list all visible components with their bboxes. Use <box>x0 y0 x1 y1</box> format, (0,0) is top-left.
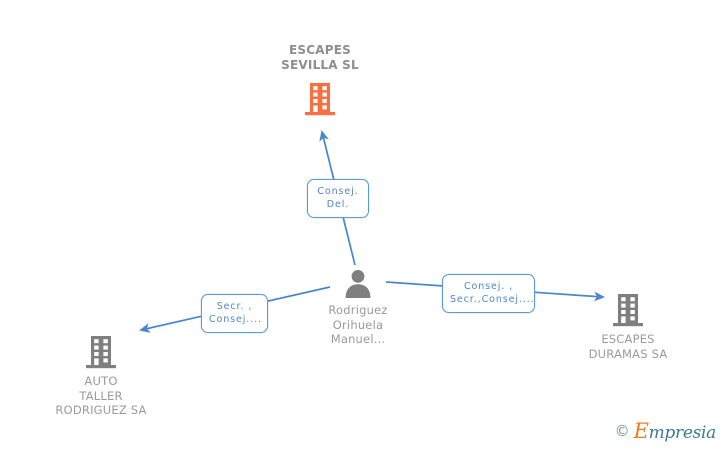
node-label-rodriguez-orihuela-manuel: Rodriguez Orihuela Manuel... <box>328 303 388 346</box>
empresia-watermark: © Empresia <box>614 419 717 443</box>
building-icon <box>250 82 390 116</box>
node-label-escapes-duramas-sa: ESCAPES DURAMAS SA <box>588 332 668 361</box>
node-label-auto-taller-rodriguez-sa: AUTO TALLER RODRIGUEZ SA <box>55 374 147 417</box>
building-icon <box>31 335 171 369</box>
brand-initial: E <box>633 419 649 443</box>
node-escapes-duramas-sa[interactable]: ESCAPES DURAMAS SA <box>558 293 698 361</box>
edge-label-consej-del[interactable]: Consej. Del. <box>307 179 369 218</box>
edge-label-secr-consej[interactable]: Secr. , Consej.... <box>201 294 268 333</box>
building-icon <box>558 293 698 327</box>
node-rodriguez-orihuela-manuel[interactable]: Rodriguez Orihuela Manuel... <box>288 268 428 347</box>
brand-rest: mpresia <box>648 423 717 443</box>
edge-label-consej-secr-consej[interactable]: Consej. , Secr.,Consej.... <box>442 274 535 313</box>
node-escapes-sevilla-sl[interactable]: ESCAPES SEVILLA SL <box>250 43 390 116</box>
brand-wordmark: Empresia <box>633 419 717 443</box>
copyright-icon: © <box>614 422 630 440</box>
node-label-escapes-sevilla-sl: ESCAPES SEVILLA SL <box>281 43 359 72</box>
node-auto-taller-rodriguez-sa[interactable]: AUTO TALLER RODRIGUEZ SA <box>31 335 171 418</box>
person-icon <box>288 268 428 298</box>
